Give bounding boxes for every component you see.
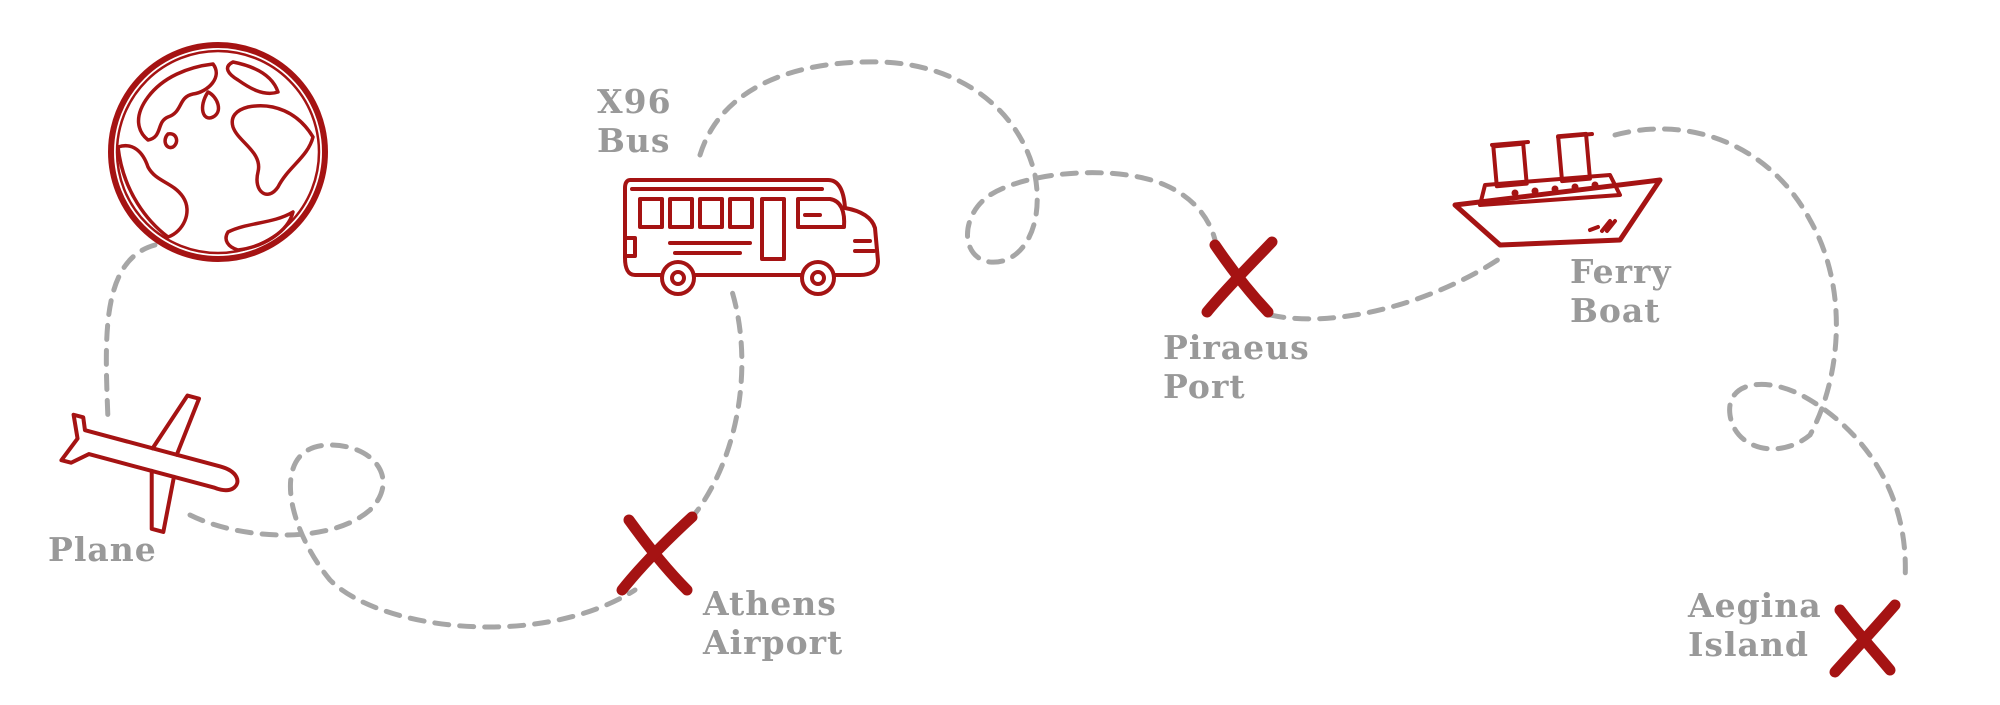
label-ferry-boat: Ferry Boat [1570,252,1672,330]
label-aegina-island-line1: Aegina [1688,586,1822,625]
globe-icon [108,42,328,262]
label-aegina-island: Aegina Island [1688,586,1822,664]
route-globe-to-plane [103,242,158,423]
label-bus-line2: Bus [597,121,671,160]
label-ferry-boat-line1: Ferry [1570,252,1672,291]
x-mark-icon [1201,236,1278,318]
bus-icon [623,178,880,296]
route-ferry-to-island [1612,126,1908,583]
x-mark-icon [616,511,698,596]
label-athens-airport-line2: Airport [703,623,844,662]
label-bus-line1: X96 [597,82,672,121]
ship-icon [1452,131,1663,248]
label-piraeus-port-line1: Piraeus [1163,328,1310,367]
label-piraeus-port: Piraeus Port [1163,328,1310,406]
label-ferry-boat-line2: Boat [1570,291,1661,330]
route-port-to-ferry [1267,252,1508,322]
label-athens-airport-line1: Athens [703,584,837,623]
plane-icon [59,393,240,534]
route-airport-to-bus [687,282,745,523]
label-aegina-island-line2: Island [1688,625,1810,664]
route-bus-to-port [697,59,1218,265]
label-athens-airport: Athens Airport [703,584,843,662]
label-bus: X96 Bus [597,82,672,160]
label-plane: Plane [48,530,157,569]
label-plane-line1: Plane [48,530,157,569]
x-mark-icon [1829,599,1901,678]
label-piraeus-port-line2: Port [1163,367,1246,406]
route-plane-to-airport [187,442,638,630]
route-path [103,59,1908,630]
